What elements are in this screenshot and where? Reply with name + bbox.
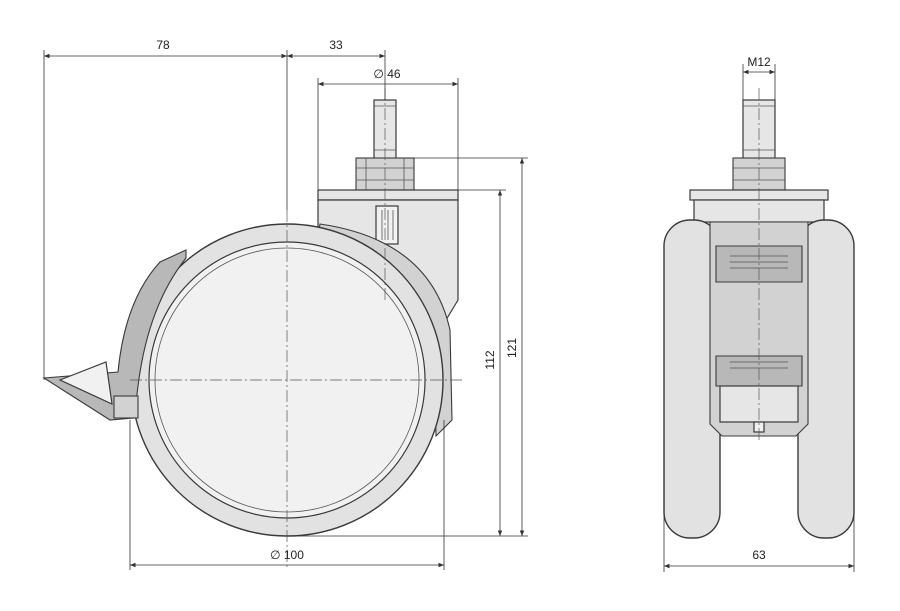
front-view: M12 63 — [663, 55, 855, 572]
dim-width: 63 — [752, 548, 766, 562]
dim-brake-offset: 78 — [156, 38, 170, 52]
brand-label — [375, 205, 399, 245]
top-plate — [317, 189, 459, 201]
brake-pad — [113, 395, 139, 419]
dim-wheel-diameter: ∅ 100 — [270, 548, 304, 562]
dim-top-plate-diameter: ∅ 46 — [373, 67, 400, 81]
dim-thread: M12 — [747, 55, 771, 69]
dim-height-wheel: 112 — [483, 350, 497, 369]
side-view: 78 33 ∅ 46 112 121 ∅ 100 — [42, 38, 528, 570]
dim-offset: 33 — [329, 38, 343, 52]
dim-total-height: 121 — [505, 338, 519, 358]
